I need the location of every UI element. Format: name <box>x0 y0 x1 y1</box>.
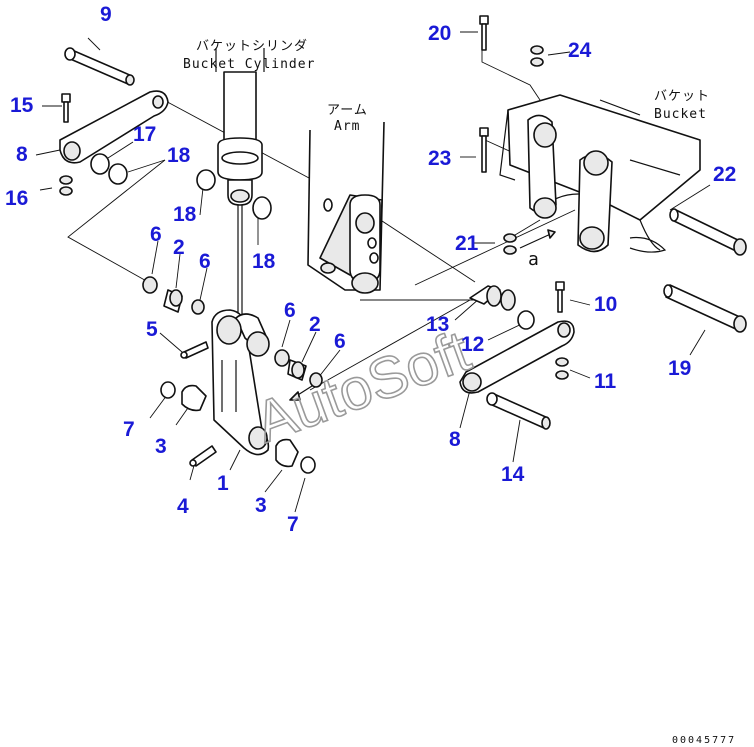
callout-18-left: 18 <box>173 203 197 226</box>
bolt-23 <box>479 127 489 173</box>
callout-12: 12 <box>461 333 484 356</box>
callout-5: 5 <box>146 318 158 341</box>
link-8-upper <box>59 90 169 164</box>
bucket <box>499 94 701 253</box>
pin-19 <box>663 284 747 333</box>
nuts-21 <box>503 233 517 255</box>
callout-4: 4 <box>177 495 189 518</box>
callout-6-a: 6 <box>150 223 162 246</box>
callout-17: 17 <box>133 123 156 146</box>
nuts-16 <box>59 175 73 196</box>
callout-11: 11 <box>594 370 617 393</box>
bushing-6-2-6-right <box>274 349 323 388</box>
bolt-15 <box>61 93 71 123</box>
grease-fitting-5 <box>180 341 209 359</box>
watermark: AutoSoft <box>247 318 478 455</box>
nuts-24 <box>530 45 544 67</box>
arm-jp-label: アーム <box>327 103 368 118</box>
callout-7-left: 7 <box>123 418 135 441</box>
callout-21: 21 <box>455 232 479 255</box>
bucket-jp-label: バケット <box>654 89 710 104</box>
callout-14: 14 <box>501 463 525 486</box>
detail-a-label: a <box>528 249 540 270</box>
callout-2-a: 2 <box>173 236 185 259</box>
callout-15: 15 <box>10 94 34 117</box>
shim-18-right <box>252 196 272 220</box>
bucket-cylinder-jp-label: バケットシリンダ <box>196 39 308 54</box>
part-labels: バケットシリンダ Bucket Cylinder アーム Arm バケット Bu… <box>183 39 710 270</box>
link-8-right <box>459 320 575 394</box>
bucket-cylinder-en-label: Bucket Cylinder <box>183 57 315 72</box>
callout-7-right: 7 <box>287 513 299 536</box>
callout-9: 9 <box>100 3 112 26</box>
shim-18-left <box>196 169 216 191</box>
callout-23: 23 <box>428 147 451 170</box>
callout-6-b: 6 <box>199 250 211 273</box>
callout-18-upper: 18 <box>167 144 191 167</box>
link-1 <box>211 309 270 456</box>
bucket-en-label: Bucket <box>654 107 707 122</box>
callout-20: 20 <box>428 22 451 45</box>
callouts: 9 15 8 17 18 16 18 18 6 2 6 5 6 2 6 7 3 … <box>5 3 736 536</box>
bucket-cylinder <box>215 48 265 318</box>
bolt-10 <box>555 281 565 313</box>
pin-22 <box>669 208 747 256</box>
arm <box>307 121 385 294</box>
callout-6-d: 6 <box>334 330 346 353</box>
bushing-3-7-right <box>275 438 316 474</box>
callout-19: 19 <box>668 357 691 380</box>
callout-16: 16 <box>5 187 28 210</box>
callout-8-upper: 8 <box>16 143 28 166</box>
callout-10: 10 <box>594 293 617 316</box>
pin-14 <box>486 392 551 430</box>
shims-17-18 <box>90 153 128 185</box>
detail-a-arrow <box>289 229 556 401</box>
callout-3-right: 3 <box>255 494 267 517</box>
bushing-7-3-left <box>160 381 207 412</box>
grease-fitting-4 <box>189 445 217 467</box>
callout-18-right: 18 <box>252 250 276 273</box>
callout-2-b: 2 <box>309 313 321 336</box>
callout-22: 22 <box>713 163 736 186</box>
callout-24: 24 <box>568 39 592 62</box>
arm-en-label: Arm <box>334 119 360 134</box>
bolt-20 <box>479 15 489 51</box>
callout-6-c: 6 <box>284 299 296 322</box>
pin-9 <box>64 47 135 86</box>
callout-1: 1 <box>217 472 229 495</box>
shims-13 <box>469 285 535 330</box>
callout-8-right: 8 <box>449 428 461 451</box>
drawing-code: 00045777 <box>672 735 736 746</box>
nuts-11 <box>555 357 569 380</box>
bushing-6-2-6-left <box>142 276 205 315</box>
callout-3-left: 3 <box>155 435 167 458</box>
callout-13: 13 <box>426 313 449 336</box>
